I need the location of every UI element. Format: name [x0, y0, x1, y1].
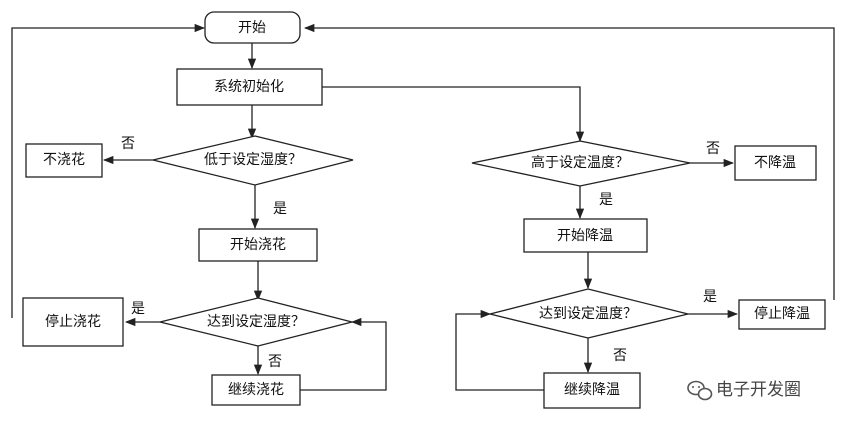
node-stop-water-label: 停止浇花	[45, 313, 101, 330]
node-no-cool-label: 不降温	[754, 155, 796, 171]
node-high-temp-label: 高于设定温度？	[531, 154, 629, 171]
edge-label-low-humidity-no: 否	[121, 136, 135, 152]
edge-label-reach-humidity-no: 否	[268, 354, 282, 370]
edge-continue-water-loop	[300, 317, 387, 391]
edge-label-reach-humidity-yes: 是	[131, 301, 145, 317]
node-continue-cool-label: 继续降温	[564, 381, 620, 398]
edge-init-high-temp	[322, 86, 585, 143]
edge-label-reach-temp-no: 否	[613, 348, 627, 364]
node-stop-cool-label: 停止降温	[754, 305, 810, 322]
node-reach-temp-decision: 达到设定温度？	[489, 288, 689, 339]
node-no-water-label: 不浇花	[43, 152, 85, 168]
edge-label-high-temp-no: 否	[706, 141, 720, 157]
edge-label-reach-temp-yes: 是	[703, 289, 717, 305]
node-continue-water: 继续浇花	[211, 374, 301, 406]
node-start-label: 开始	[238, 20, 266, 36]
edge-continue-cool-loop	[455, 309, 544, 391]
node-init: 系统初始化	[176, 68, 323, 106]
node-high-temp-decision: 高于设定温度？	[471, 140, 691, 187]
node-init-label: 系统初始化	[214, 78, 284, 95]
edge-label-high-temp-yes: 是	[599, 192, 613, 208]
node-start-water: 开始浇花	[198, 228, 318, 262]
node-reach-temp-label: 达到设定温度？	[539, 306, 637, 322]
edge-stop-water-restart	[11, 23, 206, 318]
nodes: 开始 系统初始化 低于设定湿度？ 不浇花 开始浇花 达到设定湿度？	[22, 11, 826, 409]
node-low-humidity-decision: 低于设定湿度？	[152, 135, 354, 186]
watermark-text: 电子开发圈	[716, 380, 801, 400]
node-stop-cool: 停止降温	[738, 299, 826, 330]
node-start-water-label: 开始浇花	[230, 237, 286, 253]
node-reach-humidity-decision: 达到设定湿度？	[159, 297, 353, 347]
node-continue-water-label: 继续浇花	[228, 381, 284, 398]
watermark: 电子开发圈	[687, 380, 801, 401]
node-reach-humidity-label: 达到设定湿度？	[207, 314, 305, 330]
node-continue-cool: 继续降温	[543, 372, 641, 409]
node-start-cool: 开始降温	[523, 218, 648, 253]
node-start-cool-label: 开始降温	[557, 228, 613, 244]
edge-labels: 否 是 是 否 否 是 是 否	[121, 136, 720, 370]
wechat-icon	[687, 380, 713, 401]
edges	[11, 23, 835, 391]
node-start: 开始	[204, 11, 301, 44]
edge-stop-cool-restart	[303, 23, 835, 300]
node-stop-water: 停止浇花	[22, 297, 124, 347]
node-no-cool: 不降温	[734, 145, 817, 181]
edge-label-low-humidity-yes: 是	[273, 201, 287, 217]
node-low-humidity-label: 低于设定湿度？	[204, 152, 302, 168]
node-no-water: 不浇花	[25, 143, 103, 178]
